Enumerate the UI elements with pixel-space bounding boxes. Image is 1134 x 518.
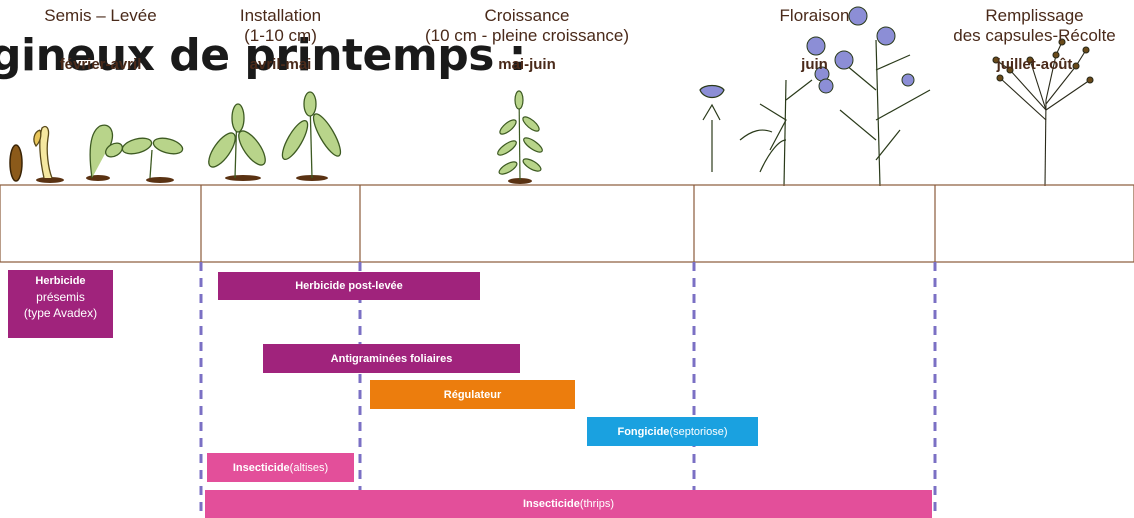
stage-remplissage: Remplissage des capsules-Récolte juillet… <box>935 0 1134 78</box>
treatment-fongicide: Fongicide (septoriose) <box>587 417 758 446</box>
treatment-label-line2: présemis <box>36 290 85 304</box>
treatment-label: Insecticide <box>522 498 580 510</box>
seed-icon <box>9 144 23 182</box>
stage-period: mai-juin <box>498 56 556 73</box>
treatment-detail: (altises) <box>289 461 329 474</box>
treatment-regulateur: Régulateur <box>370 380 575 409</box>
stage-name: Croissance (10 cm - pleine croissance) <box>424 6 630 45</box>
growing-plant-icon <box>497 90 543 181</box>
stage-period: avril-mai <box>249 56 312 73</box>
stage-name: Remplissage des capsules-Récolte <box>953 6 1116 45</box>
stage-name: Semis – Levée <box>44 6 157 25</box>
treatment-insecticide-altises: Insecticide (altises) <box>207 453 354 482</box>
blue-flower-icon <box>806 6 915 94</box>
treatment-herbicide-presemis: Herbicide présemis (type Avadex) <box>8 270 113 338</box>
stage-installation: Installation (1-10 cm) avril-mai <box>201 0 360 78</box>
treatment-antigraminees: Antigraminées foliaires <box>263 344 520 373</box>
stage-semis: Semis – Levée février-avril <box>0 0 201 78</box>
stage-period: février-avril <box>59 56 142 73</box>
seedling-icon <box>89 124 184 179</box>
young-plant-icon <box>208 91 342 179</box>
treatment-insecticide-thrips: Insecticide (thrips) <box>205 490 932 518</box>
stage-name: Floraison <box>779 6 850 25</box>
treatment-detail: (septoriose) <box>669 425 728 438</box>
stage-period: juin <box>801 56 828 73</box>
treatment-label: Herbicide post-levée <box>295 280 403 292</box>
sprout-icon <box>33 125 53 179</box>
stage-name: Installation (1-10 cm) <box>239 6 322 45</box>
flowering-plant-icon <box>699 39 931 187</box>
treatment-label-line3: (type Avadex) <box>23 306 98 320</box>
capsule-plant-icon <box>992 38 1094 187</box>
treatment-label: Antigraminées foliaires <box>330 352 453 365</box>
page-title: gineux de printemps : <box>0 30 526 81</box>
stage-croissance: Croissance (10 cm - pleine croissance) m… <box>360 0 694 78</box>
treatment-herbicide-post-levee: Herbicide post-levée <box>218 272 480 300</box>
treatment-label: Fongicide <box>617 425 670 438</box>
treatment-detail: (thrips) <box>579 498 615 510</box>
stage-period: juillet-août <box>996 56 1073 73</box>
treatment-label: Régulateur <box>443 388 502 401</box>
treatment-label: Herbicide <box>35 275 86 287</box>
treatment-label: Insecticide <box>232 461 290 474</box>
soil-icon <box>36 175 532 184</box>
stage-divider-lines <box>199 262 937 518</box>
stage-floraison: Floraison juin <box>694 0 935 78</box>
